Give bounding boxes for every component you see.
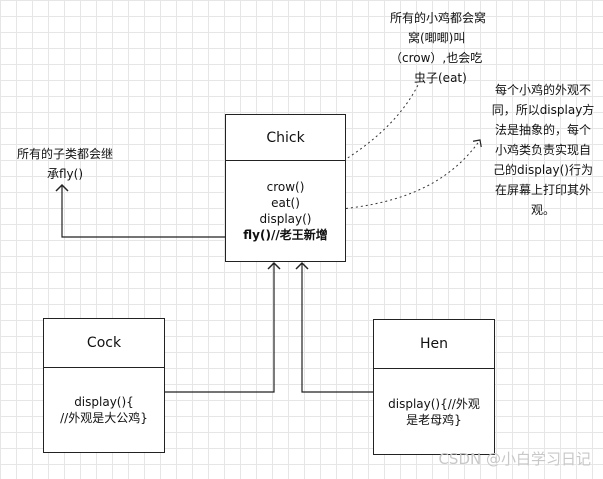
right-annotation-line: 每个小鸡的外观不 bbox=[494, 83, 591, 97]
top-annotation: 所有的小鸡都会窝 窝(唧唧)叫 （crow）,也会吃 虫子(eat) bbox=[390, 8, 520, 88]
top-annotation-line: 所有的小鸡都会窝 bbox=[390, 11, 487, 25]
top-annotation-line: 窝(唧唧)叫 bbox=[408, 31, 466, 45]
top-annotation-line: （crow）,也会吃 bbox=[390, 51, 483, 65]
right-annotation: 每个小鸡的外观不 同，所以display方 法是抽象的，每个 小鸡类负责实现自 … bbox=[484, 80, 602, 220]
cock-methods: display(){ //外观是大公鸡} bbox=[44, 368, 164, 452]
hen-inherits-chick-line bbox=[295, 261, 373, 393]
right-annotation-line: 法是抽象的，每个 bbox=[494, 123, 591, 137]
right-annotation-line: 在屏幕上打印其外 bbox=[494, 183, 591, 197]
hen-class-box: Hen display(){//外观 是老母鸡} bbox=[373, 319, 495, 455]
right-annotation-line: 己的display()行为 bbox=[493, 163, 593, 177]
left-annotation-line: 所有的子类都会继 bbox=[16, 147, 113, 161]
watermark: CSDN @小白学习日记 bbox=[438, 450, 591, 468]
chick-method-fly: fly()//老王新增 bbox=[243, 228, 328, 242]
cock-body-line-2: //外观是大公鸡} bbox=[60, 411, 148, 425]
hen-class-title: Hen bbox=[374, 320, 494, 369]
hen-methods: display(){//外观 是老母鸡} bbox=[374, 369, 494, 454]
right-annotation-line: 同，所以display方 bbox=[491, 103, 595, 117]
right-annotation-line: 小鸡类负责实现自 bbox=[494, 143, 591, 157]
top-note-connector bbox=[299, 84, 419, 186]
cock-class-box: Cock display(){ //外观是大公鸡} bbox=[43, 318, 165, 453]
top-annotation-line: 虫子(eat) bbox=[414, 71, 467, 85]
chick-class-box: Chick crow() eat() display() fly()//老王新增 bbox=[225, 114, 346, 262]
cock-class-title: Cock bbox=[44, 319, 164, 368]
chick-method-display: display() bbox=[259, 212, 312, 226]
right-annotation-line: 观。 bbox=[530, 203, 555, 217]
cock-inherits-chick-line bbox=[165, 261, 281, 393]
chick-methods: crow() eat() display() fly()//老王新增 bbox=[226, 161, 345, 261]
hen-body-line-2: 是老母鸡} bbox=[406, 412, 462, 427]
hen-body-line-1: display(){//外观 bbox=[388, 396, 480, 411]
left-annotation-line: 承fly() bbox=[46, 167, 84, 181]
right-note-connector bbox=[330, 139, 482, 211]
chick-class-title: Chick bbox=[226, 115, 345, 161]
chick-method-eat: eat() bbox=[271, 196, 300, 210]
fly-inheritance-line bbox=[55, 183, 240, 238]
left-annotation: 所有的子类都会继 承fly() bbox=[10, 144, 120, 184]
cock-body-line-1: display(){ bbox=[74, 395, 134, 409]
chick-method-crow: crow() bbox=[266, 180, 305, 194]
